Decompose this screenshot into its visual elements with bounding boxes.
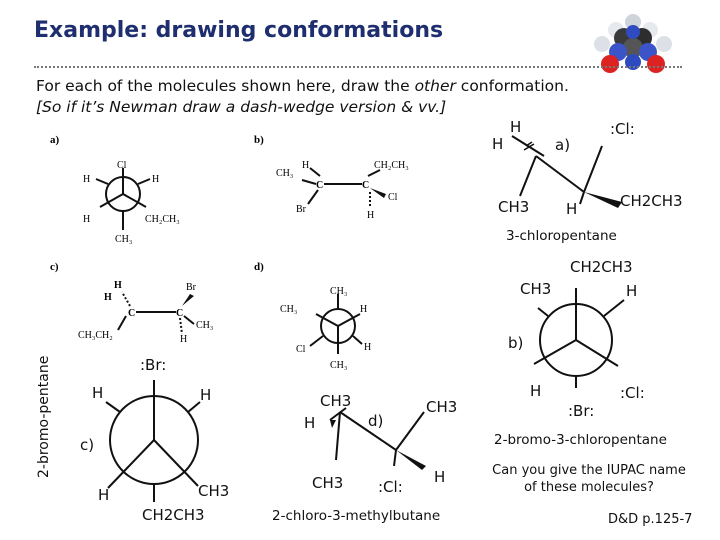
figure-c-c1: C — [128, 308, 135, 319]
instruction-line-2: [So if it’s Newman draw a dash-wedge ver… — [36, 98, 447, 116]
answer-b-ch2ch3: CH2CH3 — [570, 258, 633, 276]
answer-b-h-left: H — [530, 382, 542, 400]
side-label: 2-bromo-pentane — [36, 355, 52, 478]
answer-c-br: :Br: — [140, 356, 167, 374]
figure-d-h-lower: H — [364, 342, 371, 353]
figure-b-br: Br — [296, 204, 307, 215]
answer-c-h-ul: H — [92, 384, 104, 402]
figure-c-ch3: CH₃ — [196, 320, 213, 331]
answer-a-ch3: CH3 — [498, 198, 530, 216]
figure-d-newman: d) CH₃ CH₃ H Cl H CH₃ — [254, 261, 371, 371]
answer-d-ch3-top: CH3 — [320, 392, 352, 410]
figure-a-h-ur: H — [152, 174, 159, 185]
answer-d-drawing — [329, 407, 426, 470]
slide-title: Example: drawing conformations — [34, 18, 444, 43]
figure-d-ch3-left: CH₃ — [280, 304, 297, 315]
figure-b-h2: H — [367, 210, 374, 221]
figure-d-ch3-bottom: CH₃ — [330, 360, 347, 371]
answer-a-h1: H — [510, 118, 522, 136]
answer-a-cl: :Cl: — [610, 120, 635, 138]
answer-b-label: b) — [508, 334, 524, 352]
figure-b-cl: Cl — [388, 192, 398, 203]
title-divider — [34, 66, 682, 68]
answer-d-cl: :Cl: — [378, 478, 403, 496]
figure-c-ch3ch2: CH₃CH₂ — [78, 330, 113, 341]
instructions: For each of the molecules shown here, dr… — [36, 76, 569, 118]
figure-b-ch2ch3: CH₂CH₃ — [374, 160, 409, 171]
figure-b-label: b) — [254, 134, 264, 146]
figure-a-h-ll: H — [83, 214, 90, 225]
figure-c-h3: H — [180, 334, 187, 345]
footer-question: Can you give the IUPAC name of these mol… — [492, 463, 686, 495]
figure-a-ch3: CH₃ — [115, 234, 132, 245]
figure-a-ch2ch3: CH₂CH₃ — [145, 214, 180, 225]
figure-a-newman: a) Cl H H H CH₂CH₃ CH₃ — [50, 134, 180, 245]
answer-a-h2: H — [492, 135, 504, 153]
answer-a-drawing — [511, 135, 622, 208]
answer-b-cl: :Cl: — [620, 384, 645, 402]
answer-a-h3: H — [566, 200, 578, 218]
answer-b-ch3: CH3 — [520, 280, 552, 298]
answer-c-ch2ch3: CH2CH3 — [142, 506, 205, 524]
figure-d-label: d) — [254, 261, 264, 273]
figure-a-h-ul: H — [83, 174, 90, 185]
answer-b-newman — [533, 288, 625, 388]
figure-c-br: Br — [186, 282, 197, 293]
figure-d-ch3-top: CH₃ — [330, 286, 347, 297]
answer-d-ch3-bottom: CH3 — [312, 474, 344, 492]
figure-c-h2: H — [104, 292, 112, 303]
figure-b-h: H — [302, 160, 309, 171]
figure-d-h-right: H — [360, 304, 367, 315]
answer-b-name: 2-bromo-3-chloropentane — [494, 432, 667, 448]
figure-b-c2: C — [362, 180, 369, 191]
answer-b-br: :Br: — [568, 402, 595, 420]
answer-c-h-ll: H — [98, 486, 110, 504]
answer-d-label: d) — [368, 412, 384, 430]
answer-c-label: c) — [80, 436, 95, 454]
figure-a-label: a) — [50, 134, 60, 146]
figure-c-dash-wedge: c) H H Br C C CH₃ CH₃CH₂ H — [50, 261, 213, 345]
figure-b-ch3: CH₃ — [276, 168, 293, 179]
answer-c-ch3: CH3 — [198, 482, 230, 500]
answer-b-h-top: H — [626, 282, 638, 300]
reference: D&D p.125-7 — [608, 512, 693, 527]
instruction-line-1: For each of the molecules shown here, dr… — [36, 77, 569, 95]
figure-b-dash-wedge: b) H CH₃ CH₂CH₃ C C Cl Br H — [254, 134, 409, 221]
figure-b-c1: C — [316, 180, 323, 191]
figure-d-cl: Cl — [296, 344, 306, 355]
answer-d-ch3-right: CH3 — [426, 398, 458, 416]
answer-c-newman — [105, 380, 201, 502]
answer-a-ch2ch3: CH2CH3 — [620, 192, 683, 210]
figure-c-c2: C — [176, 308, 183, 319]
answer-a-label: a) — [555, 136, 571, 154]
figure-a-cl: Cl — [117, 160, 127, 171]
answer-d-h-left: H — [304, 414, 316, 432]
answer-d-name: 2-chloro-3-methylbutane — [272, 508, 441, 524]
answer-d-h-right: H — [434, 468, 446, 486]
answer-c-h-ur: H — [200, 386, 212, 404]
figure-c-label: c) — [50, 261, 59, 273]
answer-a-name: 3-chloropentane — [506, 228, 617, 244]
figure-c-h1: H — [114, 280, 122, 291]
